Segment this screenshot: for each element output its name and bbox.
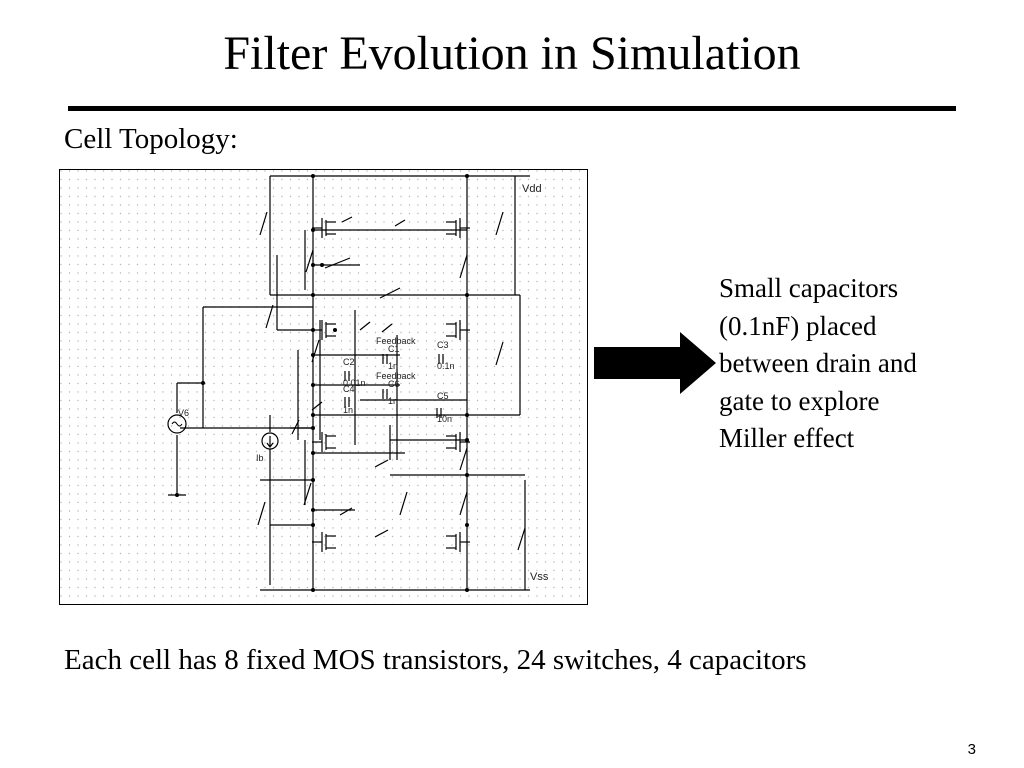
transistor-m7 <box>312 532 336 552</box>
c2-value: 0.01n <box>343 378 366 388</box>
feedback-label-2: Feedback <box>376 371 416 381</box>
vss-label: Vss <box>530 571 549 583</box>
c2-label: C2 <box>343 357 355 367</box>
c1-label: C1 <box>388 344 400 354</box>
vdd-label: Vdd <box>522 183 542 195</box>
title-divider <box>68 106 956 111</box>
c4-value: 1n <box>343 405 353 415</box>
right-arrow-icon <box>594 332 716 399</box>
c3-value: 0.1n <box>437 361 455 371</box>
annotation-text: Small capacitors (0.1nF) placed between … <box>719 270 979 458</box>
cell-topology-schematic: Vdd Vss V6 Ib Feedback C1 1n C2 0.01n C3… <box>59 169 588 605</box>
transistor-m2 <box>446 218 470 238</box>
current-source-ib <box>261 432 279 450</box>
c6-value: 1n <box>388 396 398 406</box>
summary-text: Each cell has 8 fixed MOS transistors, 2… <box>64 644 807 676</box>
page-number: 3 <box>967 741 976 758</box>
feedback-label-1: Feedback <box>376 336 416 346</box>
capacitor-c5 <box>436 408 442 418</box>
annotation-line: Miller effect <box>719 423 855 453</box>
ib-label: Ib <box>256 453 264 463</box>
annotation-line: Small capacitors <box>719 273 899 303</box>
transistor-m6 <box>446 432 470 452</box>
v6-label: V6 <box>178 408 189 418</box>
section-heading: Cell Topology: <box>64 123 238 155</box>
c5-value: 10n <box>437 414 452 424</box>
capacitor-c3 <box>438 354 444 364</box>
c1-value: 1n <box>388 361 398 371</box>
annotation-line: gate to explore <box>719 385 880 416</box>
annotation-line: between drain and <box>719 348 917 378</box>
c5-label: C5 <box>437 391 449 401</box>
transistor-m1 <box>312 218 336 238</box>
c6-label: C6 <box>388 379 400 389</box>
transistor-m4 <box>446 320 470 340</box>
capacitor-c2 <box>344 371 350 381</box>
capacitor-c6 <box>382 389 388 399</box>
slide-title: Filter Evolution in Simulation <box>223 27 801 80</box>
transistor-m5 <box>312 432 336 452</box>
c4-label: C4 <box>343 384 355 394</box>
voltage-source-v6 <box>167 414 187 434</box>
annotation-line: (0.1nF) placed <box>719 310 877 341</box>
transistor-m8 <box>446 532 470 552</box>
capacitor-c1 <box>382 354 388 364</box>
capacitor-c4 <box>344 397 350 407</box>
c3-label: C3 <box>437 340 449 350</box>
